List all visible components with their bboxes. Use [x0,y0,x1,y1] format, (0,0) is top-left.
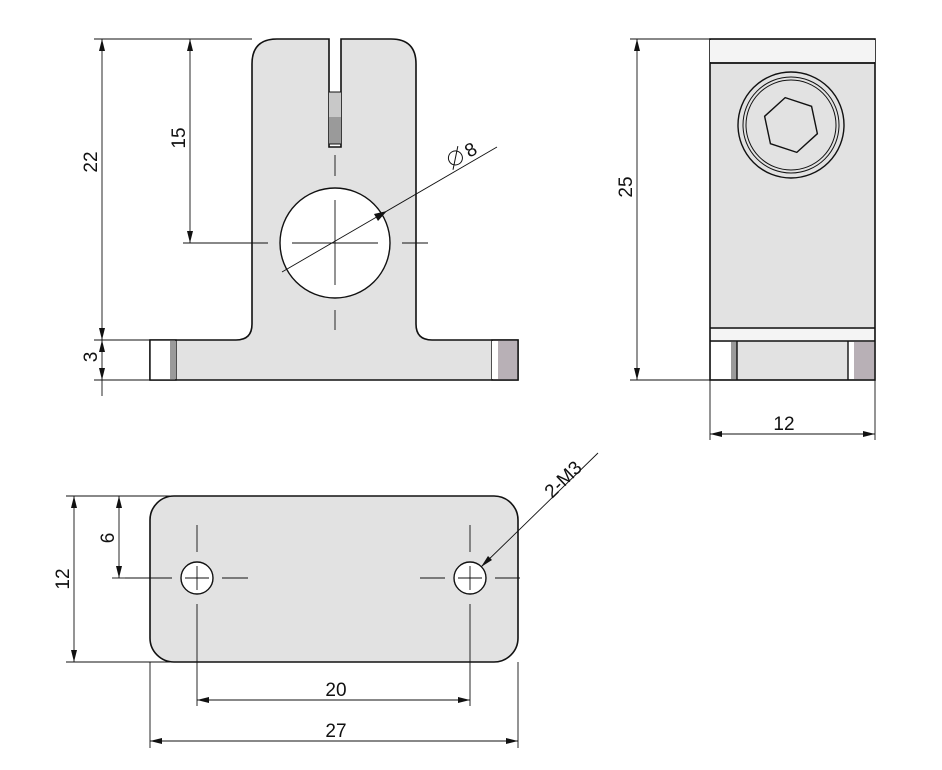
dim-side-width-label: 12 [773,414,794,435]
dim-6-arrow-bottom [116,566,122,578]
dim-diameter-leader [281,146,498,273]
side-foot-left-shade [731,342,737,379]
top-body [149,495,519,663]
dim-hole-spacing-label: 20 [325,680,346,701]
side-foot-right-light [848,342,854,379]
dim-total-height-label: 22 [81,151,102,172]
dim-3-arrow-top [99,340,105,352]
dim-20-arrow-left [197,697,209,703]
dim-15-arrow-bottom [187,231,193,243]
dim-27-arrow-right [506,738,518,744]
slot-highlight [329,92,341,117]
diameter-symbol-icon [447,150,463,166]
dim-side-12-arrow-right [863,431,875,437]
dim-15-arrow-top [187,39,193,51]
dim-top-12-arrow-top [71,496,77,508]
dim-25-arrow-bottom [634,368,640,380]
dim-base-thickness-label: 3 [81,352,102,363]
side-body [709,38,876,381]
hole-callout-arrow [481,556,492,567]
dim-top-width-label: 12 [53,568,74,589]
screw-head-ring [742,76,840,174]
dim-22-arrow-top [99,39,105,51]
foot-pad-left-shadow [170,341,176,379]
dim-length-label: 27 [325,721,346,742]
diameter-symbol-slash [452,146,459,170]
dim-hole-offset-label: 6 [98,533,119,544]
hex-socket-icon [763,96,819,154]
screw-head-outer [737,71,845,179]
front-view: 22 3 15 8 [81,38,519,396]
dim-center-height-label: 15 [169,127,190,148]
dim-27-arrow-left [150,738,162,744]
dim-side-height-label: 25 [616,176,637,197]
dim-top-12-arrow-bottom [71,650,77,662]
foot-pad-right-highlight [492,341,498,379]
dim-6-arrow-top [116,496,122,508]
top-view: 12 6 20 27 2-M3 [53,452,599,748]
dim-side-12-arrow-left [710,431,722,437]
dim-20-arrow-right [458,697,470,703]
side-top-face [710,40,875,62]
hole-callout-leader [480,452,599,568]
dim-bore-diameter-label: 8 [461,139,481,162]
dim-3-arrow-bottom [99,368,105,380]
screw-head-inner [745,79,837,171]
dim-25-arrow-top [634,39,640,51]
side-lower-face [711,329,874,341]
side-view: 25 12 [616,38,876,440]
hole-callout-label: 2-M3 [541,457,587,502]
dim-diameter-arrow [374,211,387,221]
